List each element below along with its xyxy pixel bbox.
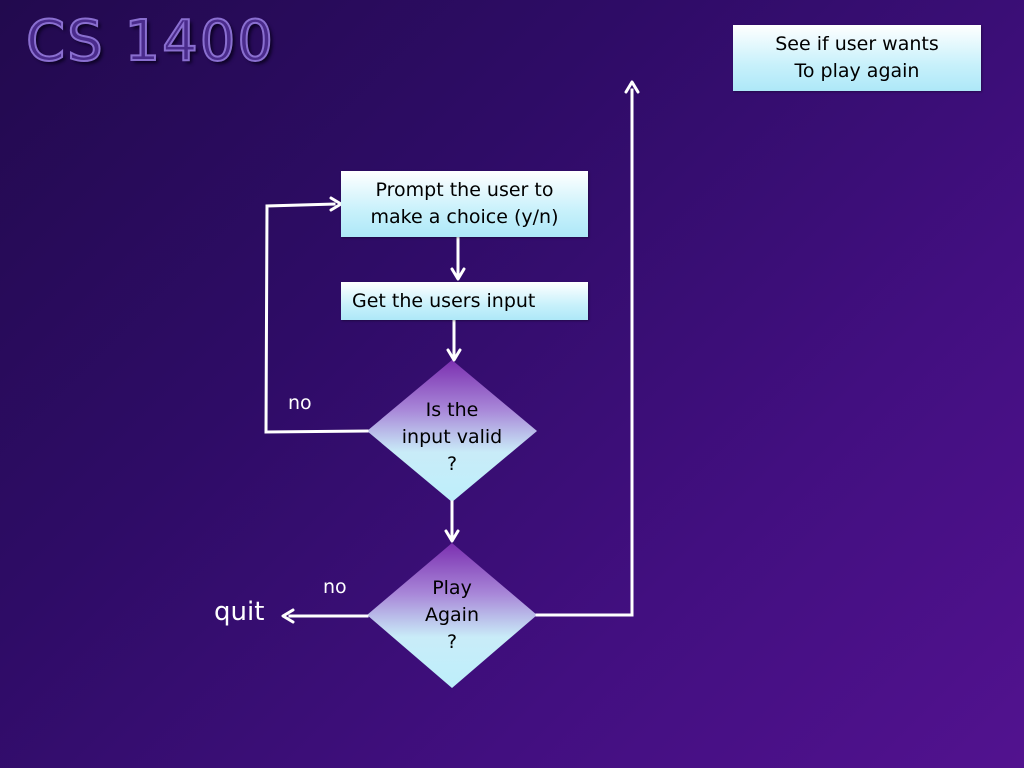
decision-valid-shape xyxy=(367,360,537,502)
decision-play-again-shape xyxy=(367,543,537,688)
play-line-1: Play xyxy=(432,577,472,599)
arrowhead-prompt-to-input xyxy=(450,267,466,281)
play-line-3: ? xyxy=(446,631,458,653)
decision-valid: Is the input valid ? xyxy=(377,397,527,478)
prompt-line-1: Prompt the user to xyxy=(375,179,554,201)
note-line-1: See if user wants xyxy=(775,33,939,55)
get-input-line-1: Get the users input xyxy=(352,289,536,312)
prompt-line-2: make a choice (y/n) xyxy=(370,206,559,228)
play-line-2: Again xyxy=(424,604,480,626)
arrow-valid-no-loop xyxy=(264,202,369,434)
label-quit: quit xyxy=(214,597,265,627)
note-see-if-play-again: See if user wants To play again xyxy=(733,25,981,91)
note-line-2: To play again xyxy=(794,60,920,82)
arrowhead-quit xyxy=(281,608,295,624)
arrow-play-yes-loop xyxy=(535,88,634,617)
arrowhead-loop-up xyxy=(624,80,640,94)
valid-line-3: ? xyxy=(446,453,458,475)
decision-play-again: Play Again ? xyxy=(377,575,527,656)
process-prompt-user: Prompt the user to make a choice (y/n) xyxy=(341,171,588,237)
slide-title: CS 1400 xyxy=(25,9,275,74)
label-no-valid: no xyxy=(288,392,312,414)
valid-line-1: Is the xyxy=(425,399,479,421)
process-get-input: Get the users input xyxy=(341,282,588,320)
arrowhead-input-to-valid xyxy=(446,348,462,362)
valid-line-2: input valid xyxy=(401,426,503,448)
arrowhead-valid-to-play xyxy=(444,529,460,543)
label-no-play: no xyxy=(323,576,347,598)
